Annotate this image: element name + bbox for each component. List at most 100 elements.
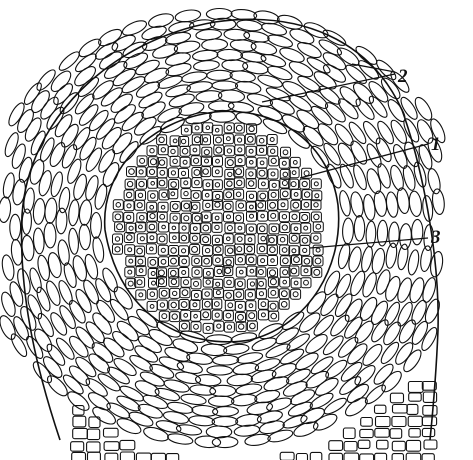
cell-nucleus	[117, 224, 123, 230]
inner-cell	[180, 146, 190, 156]
inner-cell	[311, 212, 321, 222]
inner-cell	[268, 256, 278, 266]
cell-nucleus	[128, 248, 132, 252]
outer-cell	[411, 219, 423, 245]
cell-nucleus	[215, 170, 219, 174]
cell-nucleus	[227, 137, 231, 141]
cell-nucleus	[115, 237, 119, 241]
inner-cell	[170, 288, 180, 298]
cell-nucleus	[216, 194, 220, 198]
cell-nucleus	[314, 182, 318, 186]
outer-cell	[44, 279, 63, 307]
outer-cell	[36, 254, 52, 281]
cell-nucleus	[250, 205, 254, 209]
cell-nucleus	[314, 269, 320, 275]
outer-cell	[250, 40, 278, 57]
inner-cell	[179, 223, 189, 233]
cell-nucleus	[294, 281, 298, 285]
stalk-cell	[73, 428, 88, 438]
inner-cell	[169, 300, 179, 310]
outer-cell	[96, 26, 124, 49]
inner-cell	[290, 157, 300, 167]
inner-cell	[212, 310, 222, 320]
cell-nucleus	[195, 180, 200, 185]
cell-nucleus	[150, 305, 154, 309]
stalk-cell	[408, 382, 423, 393]
cell-nucleus	[228, 303, 233, 308]
outer-cell	[68, 228, 80, 255]
cell-nucleus	[162, 225, 166, 229]
inner-cell	[127, 167, 137, 177]
inner-cell	[280, 223, 290, 233]
outer-cell	[10, 214, 21, 240]
stalk-cell	[329, 453, 343, 460]
cell-nucleus	[193, 227, 197, 231]
inner-cell	[258, 310, 268, 320]
cell-nucleus	[228, 172, 232, 176]
cell-nucleus	[238, 226, 242, 230]
inner-cell	[136, 290, 146, 300]
inner-cell	[223, 311, 233, 321]
cell-nucleus	[259, 292, 263, 296]
inner-cell	[291, 200, 301, 210]
inner-cell	[214, 135, 224, 145]
cell-nucleus	[238, 304, 242, 308]
inner-cell	[190, 145, 200, 155]
inner-cell	[235, 156, 245, 166]
inner-cell	[157, 300, 167, 310]
stalk-cell	[407, 404, 418, 414]
stalk-cell	[409, 393, 422, 401]
outer-cell	[210, 385, 236, 396]
inner-cell	[223, 134, 233, 144]
inner-cell	[301, 278, 311, 288]
inner-cell	[268, 200, 278, 210]
outer-cell	[353, 44, 379, 68]
cell-nucleus	[314, 236, 319, 241]
cell-nucleus	[237, 247, 242, 252]
inner-cell	[278, 235, 288, 245]
outer-cell	[396, 243, 409, 270]
inner-cell	[267, 245, 277, 255]
inner-cell	[158, 245, 168, 255]
cell-nucleus	[128, 270, 132, 274]
inner-cell	[280, 189, 290, 199]
cell-nucleus	[127, 235, 132, 240]
inner-cell	[213, 156, 223, 166]
cell-nucleus	[207, 272, 211, 276]
inner-cell	[268, 288, 278, 298]
cell-nucleus	[238, 148, 242, 152]
cell-nucleus	[184, 313, 188, 317]
cell-nucleus	[206, 280, 210, 284]
cell-nucleus	[227, 280, 232, 285]
outer-cell	[115, 393, 142, 414]
cell-nucleus	[304, 202, 309, 207]
cell-nucleus	[259, 170, 265, 176]
stalk-cell	[360, 429, 373, 437]
cell-nucleus	[238, 159, 242, 163]
inner-cell	[179, 256, 189, 266]
inner-cell	[311, 179, 321, 189]
inner-cell	[278, 200, 288, 210]
outer-cell	[90, 212, 101, 238]
cell-nucleus	[294, 227, 298, 231]
cell-nucleus	[304, 269, 308, 273]
outer-cell	[158, 354, 186, 372]
inner-cell	[203, 123, 213, 133]
outer-cell	[65, 158, 84, 185]
stalk-cell	[377, 440, 388, 449]
cell-nucleus	[206, 126, 210, 130]
inner-cell	[245, 235, 255, 245]
cell-nucleus	[171, 270, 177, 276]
cell-nucleus	[270, 138, 274, 142]
inner-cell	[291, 189, 301, 199]
stalk-cell	[71, 442, 84, 452]
cell-nucleus	[127, 204, 131, 208]
cell-nucleus	[150, 247, 154, 251]
outer-cell	[163, 378, 191, 395]
inner-cell	[268, 211, 278, 221]
cell-nucleus	[115, 247, 120, 252]
cell-nucleus	[249, 257, 254, 262]
outer-cell	[97, 49, 125, 73]
inner-cell	[234, 244, 244, 254]
cell-nucleus	[283, 150, 288, 155]
